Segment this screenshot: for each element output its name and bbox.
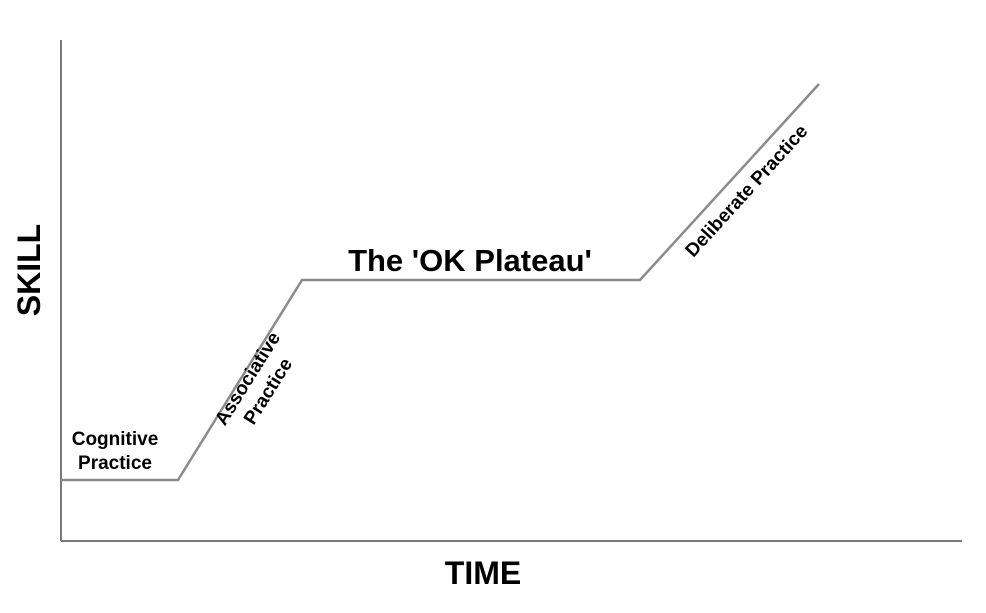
cognitive-practice-line-1: Cognitive (72, 429, 159, 450)
x-axis-label: TIME (445, 555, 521, 591)
associative-practice-label: Associative Practice (211, 329, 297, 430)
cognitive-practice-line-2: Practice (78, 453, 152, 474)
y-axis-label: SKILL (11, 224, 47, 316)
ok-plateau-label: The 'OK Plateau' (348, 243, 592, 278)
deliberate-practice-label: Deliberate Practice (682, 121, 813, 262)
skill-curve (61, 83, 820, 482)
cognitive-practice-label: Cognitive Practice (72, 429, 159, 474)
